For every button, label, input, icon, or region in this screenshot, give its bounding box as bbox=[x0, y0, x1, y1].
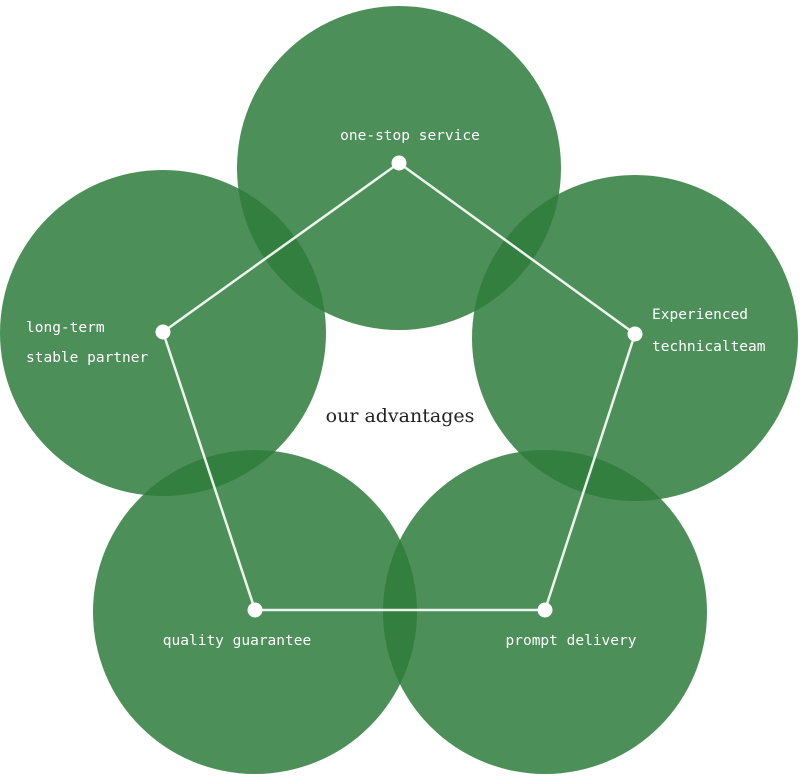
center-label: our advantages bbox=[326, 405, 475, 427]
label-prompt-delivery: prompt delivery bbox=[506, 633, 637, 649]
node-one-stop-service bbox=[391, 155, 407, 171]
label-long-term-stable-partner: long-term stable partner bbox=[26, 320, 148, 366]
label-experienced-technical-team: Experienced technicalteam bbox=[652, 307, 766, 355]
node-long-term-stable-partner bbox=[155, 324, 171, 340]
node-quality-guarantee bbox=[247, 602, 263, 618]
node-layer bbox=[155, 155, 643, 618]
label-quality-guarantee: quality guarantee bbox=[163, 633, 311, 649]
node-experienced-technical-team bbox=[627, 326, 643, 342]
circle-layer bbox=[0, 6, 798, 774]
pentagon-outline bbox=[161, 161, 637, 612]
node-prompt-delivery bbox=[537, 602, 553, 618]
label-layer: one-stop service Experienced technicalte… bbox=[26, 128, 766, 649]
label-one-stop-service: one-stop service bbox=[340, 128, 480, 144]
